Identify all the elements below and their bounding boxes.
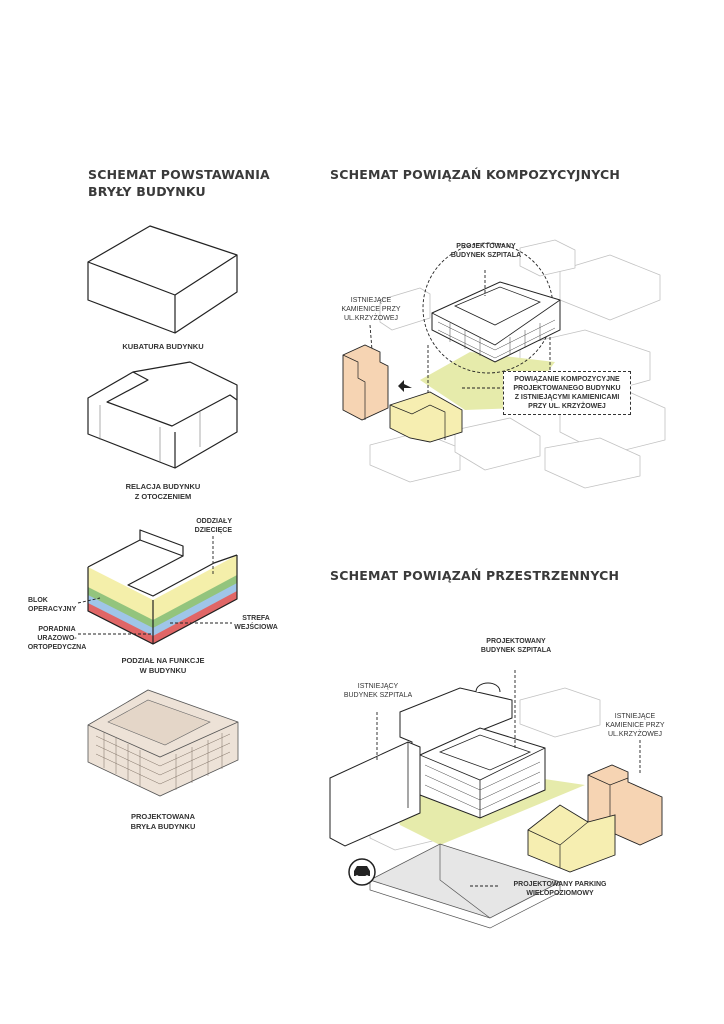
function-leaders (77, 536, 232, 635)
spatial-diagram (329, 670, 663, 929)
functions-block (87, 529, 238, 645)
label-designed-building-top-line-1: PROJEKTOWANY (456, 243, 516, 250)
label-tenements-top-line-1: ISTNIEJĄCE (350, 297, 392, 304)
label-relation-line-2: PROJEKTOWANEGO BUDYNKU (513, 385, 621, 392)
label-parking-line-2: WIELOPOZIOMOWY (526, 890, 594, 897)
label-tenements-top: ISTNIEJĄCE KAMIENICE PRZY UL.KRZYŻOWEJ (336, 296, 406, 323)
label-tenements-bottom: ISTNIEJĄCE KAMIENICE PRZY UL.KRZYŻOWEJ (600, 712, 670, 739)
step-caption-relation-line-1: RELACJA BUDYNKU (125, 482, 201, 491)
label-relation-line-4: PRZY UL. KRZYŻOWEJ (528, 403, 606, 410)
label-clinic-line-1: PORADNIA (38, 626, 76, 633)
rendered-building (87, 689, 239, 797)
label-tenements-bottom-line-1: ISTNIEJĄCE (614, 713, 656, 720)
label-existing-hospital-line-2: BUDYNEK SZPITALA (343, 692, 413, 699)
step-caption-volume: KUBATURA BUDYNKU (88, 342, 238, 352)
left-title-line-1: SCHEMAT POWSTAWANIA (88, 167, 270, 182)
label-children-line-1: ODDZIAŁY (196, 518, 232, 525)
step-caption-relation: RELACJA BUDYNKU Z OTOCZENIEM (88, 482, 238, 502)
label-parking-line-1: PROJEKTOWANY PARKING (513, 881, 607, 888)
step-caption-volume-line: KUBATURA BUDYNKU (122, 342, 204, 351)
label-designed-building-bottom: PROJEKTOWANY BUDYNEK SZPITALA (468, 637, 564, 655)
label-tenements-bottom-line-3: UL.KRZYŻOWEJ (607, 731, 663, 738)
label-clinic-line-3: ORTOPEDYCZNA (27, 644, 87, 651)
label-operating-line-2: OPERACYJNY (28, 606, 77, 613)
step-caption-relation-line-2: Z OTOCZENIEM (134, 492, 192, 501)
label-relation-line-1: POWIĄZANIE KOMPOZYCYJNE (514, 376, 620, 383)
composition-title: SCHEMAT POWIĄZAŃ KOMPOZYCYJNYCH (330, 167, 621, 182)
label-tenements-top-line-2: KAMIENICE PRZY (341, 306, 401, 313)
relation-block (87, 361, 238, 469)
step-caption-functions-line-1: PODZIAŁ NA FUNKCJE (121, 656, 205, 665)
left-title: SCHEMAT POWSTAWANIA BRYŁY BUDYNKU (88, 166, 270, 200)
label-composition-relation: POWIĄZANIE KOMPOZYCYJNE PROJEKTOWANEGO B… (503, 371, 631, 415)
step-caption-final-line-2: BRYŁA BUDYNKU (130, 822, 196, 831)
label-trauma-clinic: PORADNIA URAZOWO- ORTOPEDYCZNA (26, 625, 88, 652)
label-entrance-line-2: WEJŚCIOWA (234, 624, 278, 631)
label-designed-building-bottom-line-2: BUDYNEK SZPITALA (480, 647, 552, 654)
step-caption-functions-line-2: W BUDYNKU (139, 666, 187, 675)
label-clinic-line-2: URAZOWO- (37, 635, 77, 642)
left-title-line-2: BRYŁY BUDYNKU (88, 184, 206, 199)
label-existing-hospital: ISTNIEJĄCY BUDYNEK SZPITALA (330, 682, 426, 700)
spatial-title: SCHEMAT POWIĄZAŃ PRZESTRZENNYCH (330, 568, 620, 583)
step-caption-final-line-1: PROJEKTOWANA (130, 812, 196, 821)
label-children-line-2: DZIECIĘCE (194, 527, 232, 534)
label-tenements-top-line-3: UL.KRZYŻOWEJ (343, 315, 399, 322)
label-entrance-zone: STREFA WEJŚCIOWA (230, 614, 282, 632)
label-relation-line-3: Z ISTNIEJĄCYMI KAMIENICAMI (514, 394, 620, 401)
step-caption-functions: PODZIAŁ NA FUNKCJE W BUDYNKU (88, 656, 238, 676)
composition-diagram (342, 239, 666, 489)
label-designed-building-bottom-line-1: PROJEKTOWANY (486, 638, 546, 645)
label-entrance-line-1: STREFA (242, 615, 270, 622)
label-tenements-bottom-line-2: KAMIENICE PRZY (605, 722, 665, 729)
label-existing-hospital-line-1: ISTNIEJĄCY (357, 683, 399, 690)
label-parking: PROJEKTOWANY PARKING WIELOPOZIOMOWY (502, 880, 618, 898)
label-designed-building-top-line-2: BUDYNEK SZPITALA (450, 252, 522, 259)
volume-block (87, 225, 238, 334)
step-caption-final: PROJEKTOWANA BRYŁA BUDYNKU (88, 812, 238, 832)
label-operating-line-1: BLOK (28, 597, 48, 604)
label-children-ward: ODDZIAŁY DZIECIĘCE (176, 517, 232, 535)
label-designed-building-top: PROJEKTOWANY BUDYNEK SZPITALA (438, 242, 534, 260)
label-operating-block: BLOK OPERACYJNY (28, 596, 88, 614)
